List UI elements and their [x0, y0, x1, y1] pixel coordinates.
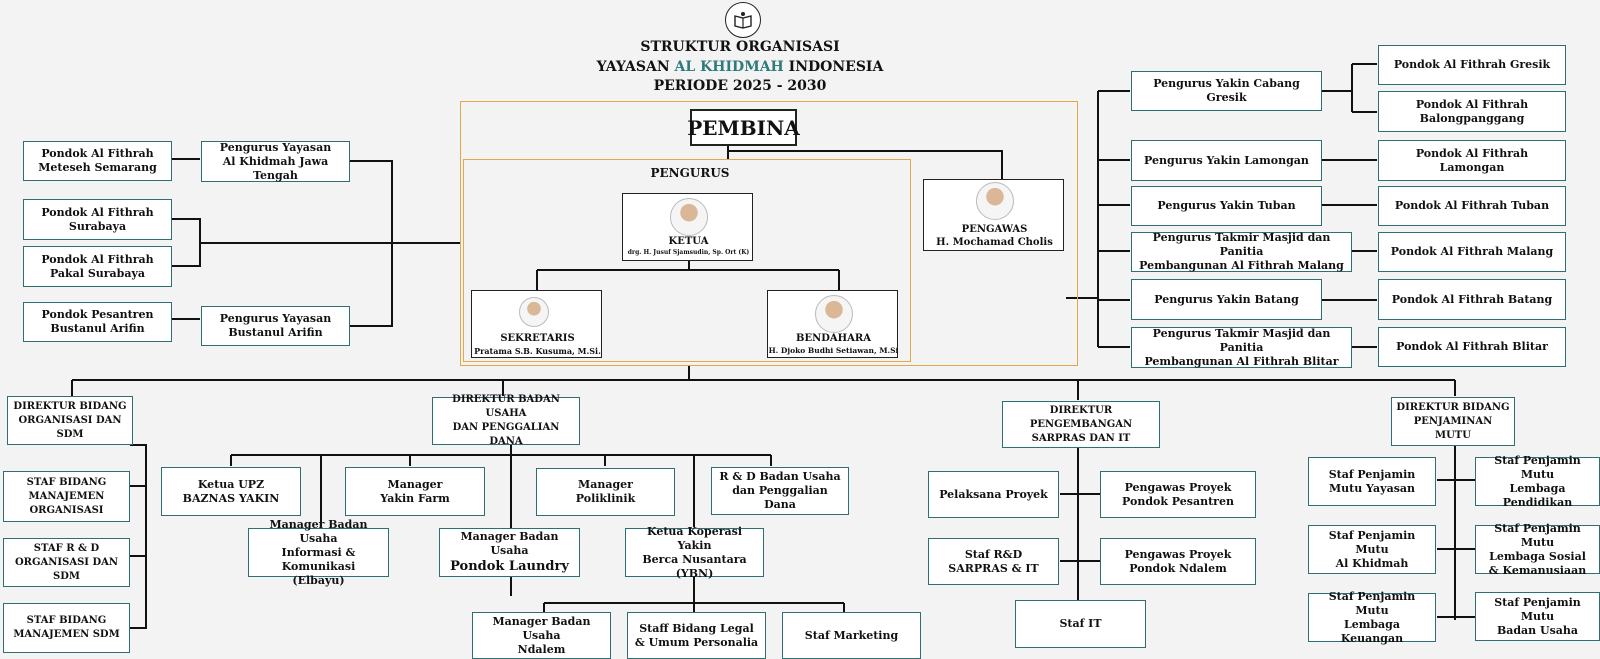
- right-unit-box: Pondok Al Fithrah Balongpanggang: [1378, 91, 1566, 132]
- org-title: STRUKTUR ORGANISASI: [640, 39, 840, 55]
- staff-box: Staf R&D SARPRAS & IT: [928, 538, 1059, 585]
- staff-box: Manager Badan Usaha Informasi & Komunika…: [248, 518, 389, 587]
- director-box: DIREKTUR BIDANG PENJAMINAN MUTU: [1391, 397, 1515, 446]
- right-unit-box: Pengurus Yakin Batang: [1131, 279, 1322, 320]
- ketua-title: KETUA: [668, 236, 709, 247]
- staff-box: STAF BIDANG MANAJEMEN ORGANISASI: [3, 471, 130, 522]
- left-unit-box: Pengurus Yayasan Bustanul Arifin: [201, 306, 350, 346]
- pembina-box: PEMBINA: [687, 109, 800, 146]
- sekretaris-title: SEKRETARIS: [500, 333, 575, 344]
- left-unit-box: Pondok Al Fithrah Pakal Surabaya: [23, 246, 172, 287]
- staff-box: Staf Penjamin Mutu Yayasan: [1308, 457, 1436, 506]
- staff-box: Manager Poliklinik: [536, 468, 675, 516]
- logo-emblem: [725, 2, 761, 38]
- org-subtitle: YAYASAN AL KHIDMAH INDONESIA: [596, 59, 884, 75]
- bendahara-card: BENDAHARA H. Djoko Budhi Setiawan, M.Si: [767, 290, 898, 358]
- sekretaris-name: Pratama S.B. Kusuma, M.Si.: [474, 346, 601, 356]
- sekretaris-photo: [519, 297, 549, 327]
- right-unit-box: Pondok Al Fithrah Lamongan: [1378, 140, 1566, 181]
- staff-box: Pengawas Proyek Pondok Ndalem: [1100, 538, 1256, 585]
- staff-box: Staf Marketing: [782, 612, 921, 659]
- pengawas-title: PENGAWAS: [961, 224, 1028, 235]
- ketua-photo: [670, 198, 708, 236]
- left-unit-box: Pondok Al Fithrah Meteseh Semarang: [23, 141, 172, 181]
- staff-box: Staff Bidang Legal & Umum Personalia: [627, 612, 766, 659]
- staff-box: Manager Yakin Farm: [345, 467, 485, 516]
- org-period: PERIODE 2025 - 2030: [653, 78, 827, 94]
- bendahara-title: BENDAHARA: [796, 333, 871, 344]
- staff-box: Staf Penjamin Mutu Badan Usaha: [1475, 592, 1600, 641]
- bendahara-photo: [815, 295, 853, 333]
- pengawas-card: PENGAWAS H. Mochamad Cholis: [923, 179, 1064, 251]
- pengurus-label: PENGURUS: [650, 166, 730, 180]
- staff-box: Staf Penjamin Mutu Lembaga Sosial & Kema…: [1475, 522, 1600, 577]
- ketua-name: drg. H. Jusuf Sjamsudin, Sp. Ort (K): [627, 249, 750, 256]
- staff-box: R & D Badan Usaha dan Penggalian Dana: [711, 467, 849, 515]
- right-unit-box: Pondok Al Fithrah Gresik: [1378, 45, 1566, 85]
- pengurus-frame: [463, 159, 911, 362]
- bendahara-name: H. Djoko Budhi Setiawan, M.Si: [768, 346, 899, 355]
- staff-box: Manager Badan Usaha Ndalem: [472, 612, 611, 659]
- right-unit-box: Pengurus Takmir Masjid dan Panitia Pemba…: [1131, 231, 1352, 272]
- right-unit-box: Pengurus Yakin Tuban: [1131, 186, 1322, 226]
- staff-box: Manager Badan Usaha Pondok Laundry: [439, 528, 580, 577]
- staff-label-large: Pondok Laundry: [450, 559, 569, 574]
- leadership-frame: [460, 101, 1078, 366]
- staff-box: Staf Penjamin Mutu Al Khidmah: [1308, 525, 1436, 574]
- pengawas-photo: [976, 182, 1014, 220]
- book-emblem-icon: [734, 12, 752, 29]
- right-unit-box: Pondok Al Fithrah Blitar: [1378, 327, 1566, 367]
- left-unit-box: Pondok Pesantren Bustanul Arifin: [23, 302, 172, 342]
- staff-box: STAF BIDANG MANAJEMEN SDM: [3, 603, 130, 653]
- staff-box: Ketua UPZ BAZNAS YAKIN: [161, 467, 301, 516]
- staff-label: Manager Badan Usaha: [460, 530, 559, 557]
- staff-box: Staf Penjamin Mutu Lembaga Keuangan: [1308, 590, 1436, 645]
- staff-box: STAF R & D ORGANISASI DAN SDM: [3, 538, 130, 587]
- ketua-card: KETUA drg. H. Jusuf Sjamsudin, Sp. Ort (…: [622, 193, 753, 261]
- left-unit-box: Pondok Al Fithrah Surabaya: [23, 199, 172, 240]
- director-box: DIREKTUR BADAN USAHA DAN PENGGALIAN DANA: [432, 394, 580, 447]
- right-unit-box: Pondok Al Fithrah Tuban: [1378, 186, 1566, 226]
- staff-box: Staf IT: [1015, 600, 1146, 648]
- staff-box: Pengawas Proyek Pondok Pesantren: [1100, 471, 1256, 518]
- pengawas-name: H. Mochamad Cholis: [936, 237, 1053, 248]
- sekretaris-card: SEKRETARIS Pratama S.B. Kusuma, M.Si.: [471, 290, 602, 358]
- right-unit-box: Pengurus Yakin Cabang Gresik: [1131, 71, 1322, 111]
- right-unit-box: Pengurus Yakin Lamongan: [1131, 140, 1322, 181]
- director-box: DIREKTUR PENGEMBANGAN SARPRAS DAN IT: [1002, 401, 1160, 448]
- left-unit-box: Pengurus Yayasan Al Khidmah Jawa Tengah: [201, 141, 350, 182]
- right-unit-box: Pondok Al Fithrah Batang: [1378, 279, 1566, 320]
- director-box: DIREKTUR BIDANG ORGANISASI DAN SDM: [7, 396, 133, 445]
- staff-box: Pelaksana Proyek: [928, 471, 1059, 518]
- right-unit-box: Pengurus Takmir Masjid dan Panitia Pemba…: [1131, 327, 1352, 368]
- staff-box: Staf Penjamin Mutu Lembaga Pendidikan: [1475, 454, 1600, 509]
- right-unit-box: Pondok Al Fithrah Malang: [1378, 232, 1566, 272]
- staff-box: Ketua Koperasi Yakin Berca Nusantara (YB…: [625, 525, 764, 580]
